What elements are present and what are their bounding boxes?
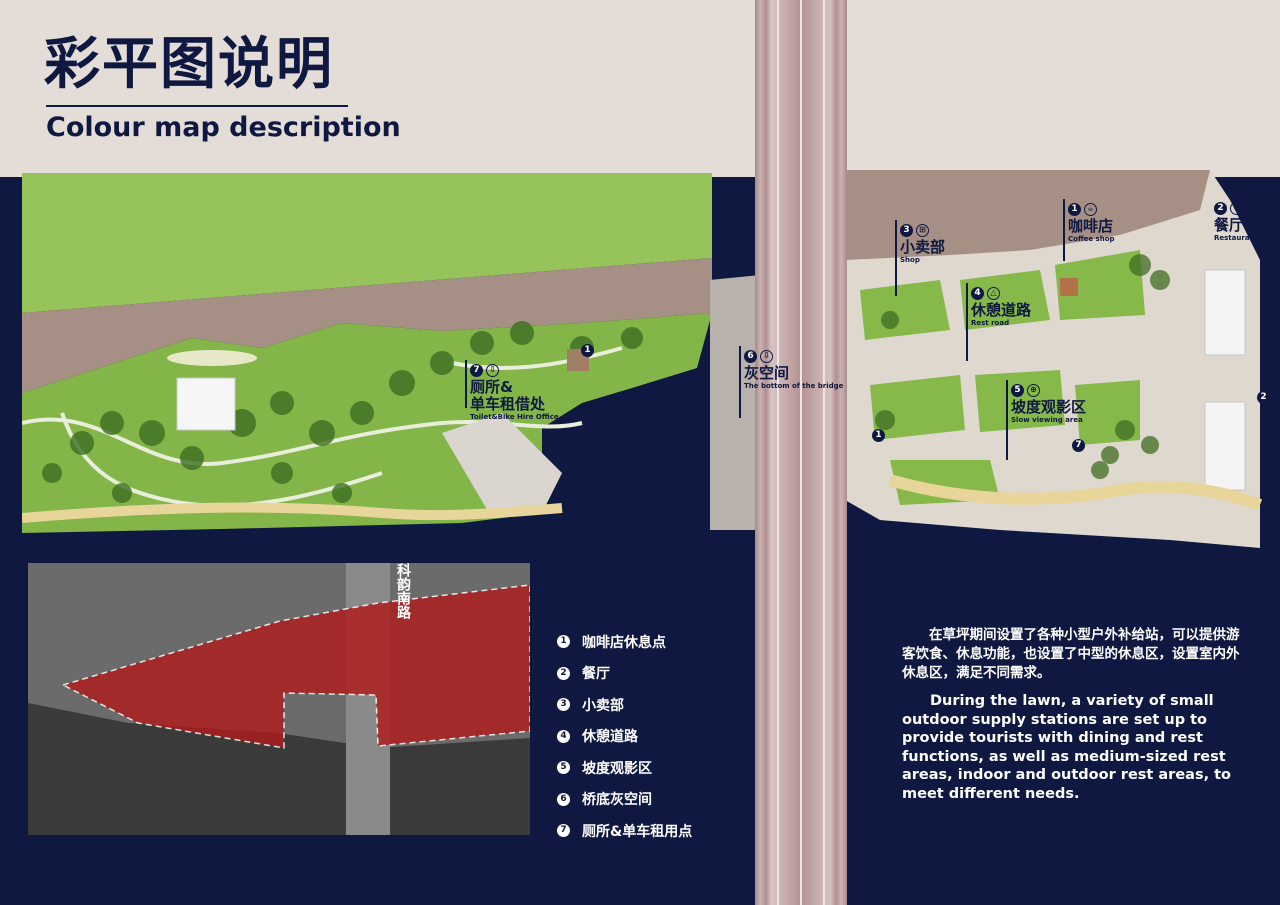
cup-icon: ☕ (1084, 203, 1097, 216)
callout-label-en: Rest road (971, 319, 1010, 327)
pin-restaurant-right: 2 (1257, 391, 1270, 404)
title-divider (46, 105, 348, 107)
legend-label: 咖啡店休息点 (582, 634, 666, 651)
legend-label: 休憩道路 (582, 729, 638, 746)
pin-coffee-left: 1 (581, 344, 594, 357)
callout-label-cn: 单车租借处 (470, 395, 546, 413)
right-sand-edge (888, 474, 1263, 511)
bridge-lane-line (823, 0, 825, 905)
viewing-icon: ⊕ (1027, 384, 1040, 397)
description-en: During the lawn, a variety of small outd… (902, 693, 1232, 802)
right-road (845, 170, 1210, 260)
callout-bridge-bottom: 6⇩ 灰空间 The bottom of the bridge (739, 346, 844, 418)
callout-rest-road: 4△ 休憩道路 Rest road (966, 283, 1032, 361)
description: 在草坪期间设置了各种小型户外补给站，可以提供游客饮食、休息功能，也设置了中型的休… (902, 626, 1252, 803)
legend-number: 1 (557, 635, 570, 649)
right-plaza (845, 170, 1260, 548)
legend-label: 桥底灰空间 (582, 792, 652, 809)
site-plan-left (22, 173, 712, 535)
site-plan-left-drawing (22, 173, 712, 533)
bridge-icon: ⇩ (760, 350, 773, 363)
bridge-lane-line (777, 0, 779, 905)
park-path-3 (451, 346, 623, 370)
pin-coffee-right: 1 (872, 429, 885, 442)
location-map: 科韵南路 (28, 563, 530, 835)
bridge-gray-space (710, 275, 760, 530)
description-cn: 在草坪期间设置了各种小型户外补给站，可以提供游客饮食、休息功能，也设置了中型的休… (902, 627, 1240, 681)
header-band (0, 0, 1280, 177)
page-subtitle: Colour map description (46, 112, 401, 143)
legend-item: 5 坡度观影区 (557, 752, 757, 784)
callout-slope: 5⊕ 坡度观影区 Slow viewing area (1006, 380, 1087, 460)
building-pavilion (176, 377, 236, 431)
restaurant-building-2 (1204, 401, 1246, 491)
callout-number: 1 (1068, 203, 1081, 216)
rest-icon: △ (987, 287, 1000, 300)
legend-number: 5 (557, 761, 570, 775)
legend-item: 1 咖啡店休息点 (557, 626, 757, 658)
project-area (60, 584, 530, 749)
sand-edge (22, 502, 563, 523)
plaza-oval (167, 350, 257, 366)
legend-item: 7 厕所&单车租用点 (557, 815, 757, 847)
legend-item: 3 小卖部 (557, 689, 757, 721)
callout-label-en: The bottom of the bridge (744, 382, 844, 390)
bridge-lane-line (800, 0, 802, 905)
restaurant-building-1 (1204, 269, 1246, 356)
upper-lawn (22, 173, 712, 313)
callout-label-cn: 厕所& (470, 378, 514, 396)
legend-number: 7 (557, 824, 570, 838)
legend-label: 餐厅 (582, 666, 610, 683)
callout-number: 2 (1214, 202, 1227, 215)
page-title: 彩平图说明 (44, 32, 334, 97)
paved-plaza (442, 413, 562, 518)
callout-label-en: Restaurant (1214, 234, 1258, 242)
callout-label-cn: 咖啡店 (1068, 217, 1114, 235)
shop-icon: ⊞ (916, 224, 929, 237)
legend-number: 6 (557, 792, 570, 806)
legend-item: 2 餐厅 (557, 658, 757, 690)
callout-label-en: Toilet&Bike Hire Office (470, 413, 559, 421)
callout-label-cn: 坡度观影区 (1011, 398, 1087, 416)
callout-number: 3 (900, 224, 913, 237)
legend: 1 咖啡店休息点 2 餐厅 3 小卖部 4 休憩道路 5 坡度观影区 6 桥底灰空间 7 厕所… (557, 626, 757, 847)
legend-number: 2 (557, 666, 570, 680)
site-plan-right (700, 170, 1265, 550)
callout-label-cn: 休憩道路 (971, 301, 1032, 319)
bridge-deck (755, 0, 847, 905)
callout-restaurant: 2✕ 餐厅 Restaurant (1214, 198, 1258, 243)
cutlery-icon: ✕ (1230, 202, 1243, 215)
location-map-drawing: 科韵南路 (28, 563, 530, 835)
legend-label: 厕所&单车租用点 (582, 823, 693, 840)
callout-toilet: 7⇩ 厕所& 单车租借处 Toilet&Bike Hire Office (465, 360, 559, 422)
callout-shop: 3⊞ 小卖部 Shop (895, 220, 946, 296)
callout-number: 7 (470, 364, 483, 377)
callout-label-cn: 小卖部 (900, 238, 946, 256)
tree-cluster (42, 321, 643, 503)
callout-label-cn: 餐厅 (1214, 216, 1245, 234)
right-trees (875, 254, 1170, 479)
callout-label-cn: 灰空间 (744, 364, 790, 382)
callout-number: 5 (1011, 384, 1024, 397)
legend-item: 4 休憩道路 (557, 721, 757, 753)
callout-coffee: 1☕ 咖啡店 Coffee shop (1063, 199, 1115, 261)
road-label: 科韵南路 (395, 563, 411, 619)
legend-number: 3 (557, 698, 570, 712)
coffee-kiosk-right (1060, 278, 1078, 296)
pin-toilet-right: 7 (1072, 439, 1085, 452)
road-band (22, 258, 712, 393)
legend-label: 坡度观影区 (582, 760, 652, 777)
callout-number: 4 (971, 287, 984, 300)
callout-label-en: Coffee shop (1068, 235, 1115, 243)
callout-label-en: Shop (900, 256, 920, 264)
legend-label: 小卖部 (582, 697, 624, 714)
callout-label-en: Slow viewing area (1011, 416, 1083, 424)
legend-number: 4 (557, 729, 570, 743)
park-path-2 (60, 412, 383, 508)
callout-number: 6 (744, 350, 757, 363)
toilet-icon: ⇩ (486, 364, 499, 377)
site-plan-right-drawing (710, 170, 1263, 548)
legend-item: 6 桥底灰空间 (557, 784, 757, 816)
river (28, 703, 530, 835)
